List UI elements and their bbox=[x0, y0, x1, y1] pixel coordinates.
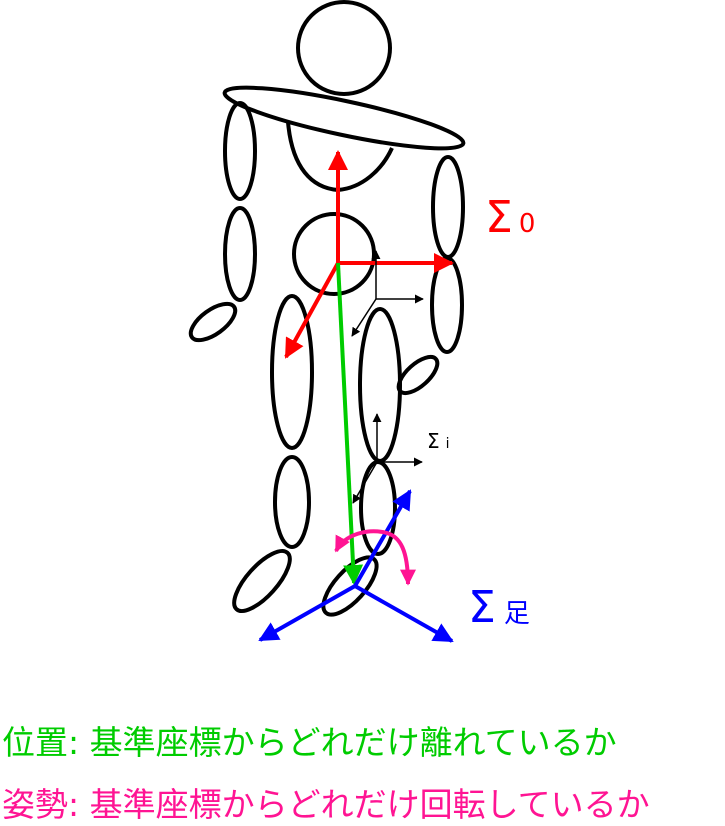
right-thigh bbox=[270, 294, 314, 450]
right-hand bbox=[188, 301, 238, 343]
left-foot bbox=[321, 555, 379, 617]
base-frame-axes bbox=[284, 150, 454, 359]
right-upper-arm bbox=[223, 101, 257, 201]
hip-x-axis bbox=[351, 298, 377, 337]
rotation-arrow bbox=[334, 529, 416, 586]
foot-x-axis bbox=[258, 584, 356, 642]
link-x-axis bbox=[352, 461, 378, 504]
left-thigh bbox=[358, 307, 402, 463]
position-vector-arrow bbox=[336, 262, 364, 585]
left-upper-arm bbox=[431, 155, 465, 259]
robot-body bbox=[188, 0, 466, 617]
base-x-axis bbox=[284, 262, 340, 359]
right-foot bbox=[232, 549, 292, 613]
orientation-caption: 姿勢: 基準座標からどれだけ回転しているか bbox=[2, 785, 650, 824]
left-shin bbox=[359, 460, 397, 556]
pelvis-joint bbox=[292, 212, 376, 296]
left-forearm bbox=[430, 256, 464, 354]
right-shin bbox=[273, 455, 311, 549]
link-frame-axes bbox=[352, 413, 423, 504]
shoulder-bar bbox=[222, 85, 466, 151]
hip-frame-axes bbox=[351, 250, 424, 337]
right-forearm bbox=[223, 206, 257, 302]
foot-y-axis bbox=[354, 584, 454, 643]
head bbox=[296, 0, 392, 96]
position-caption: 位置: 基準座標からどれだけ離れているか bbox=[2, 723, 617, 762]
